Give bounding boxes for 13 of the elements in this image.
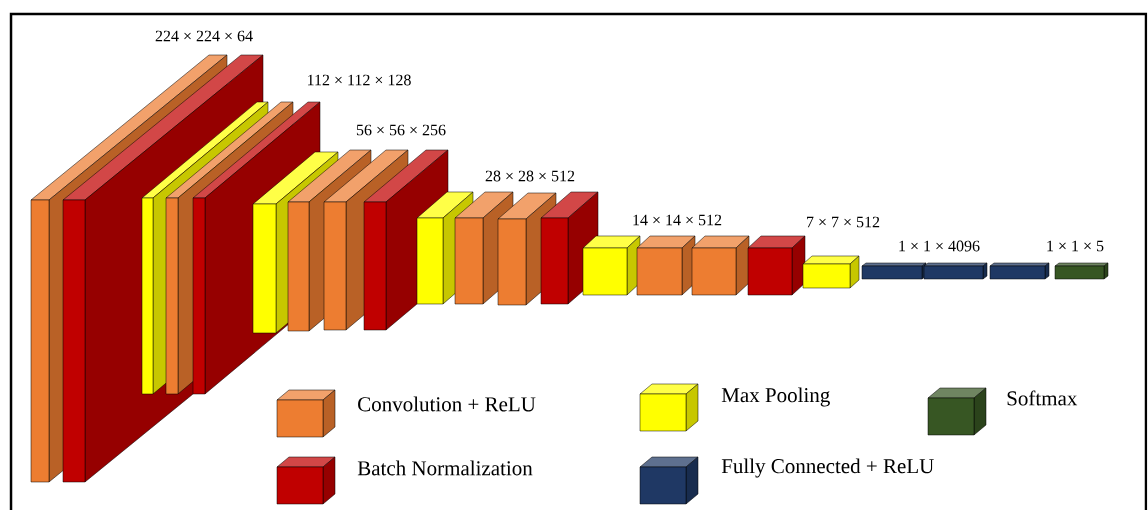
dimension-label: 112 × 112 × 128 xyxy=(308,74,411,86)
legend-label: Fully Connected + ReLU xyxy=(721,458,934,478)
dimension-label: 1 × 1 × 5 xyxy=(1047,240,1104,252)
dimension-label: 224 × 224 × 64 xyxy=(155,30,253,42)
dimension-label: 28 × 28 × 512 xyxy=(485,170,575,182)
legend-label: Batch Normalization xyxy=(357,460,533,476)
dimension-label: 1 × 1 × 4096 xyxy=(899,240,980,252)
legend-label: Convolution + ReLU xyxy=(358,396,536,412)
legend-label: Softmax xyxy=(1007,390,1078,406)
dimension-label: 14 × 14 × 512 xyxy=(633,214,722,226)
legend-label: Max Pooling xyxy=(721,387,830,407)
dimension-label: 7 × 7 × 512 xyxy=(807,216,880,228)
dimension-label: 56 × 56 × 256 xyxy=(356,124,446,136)
